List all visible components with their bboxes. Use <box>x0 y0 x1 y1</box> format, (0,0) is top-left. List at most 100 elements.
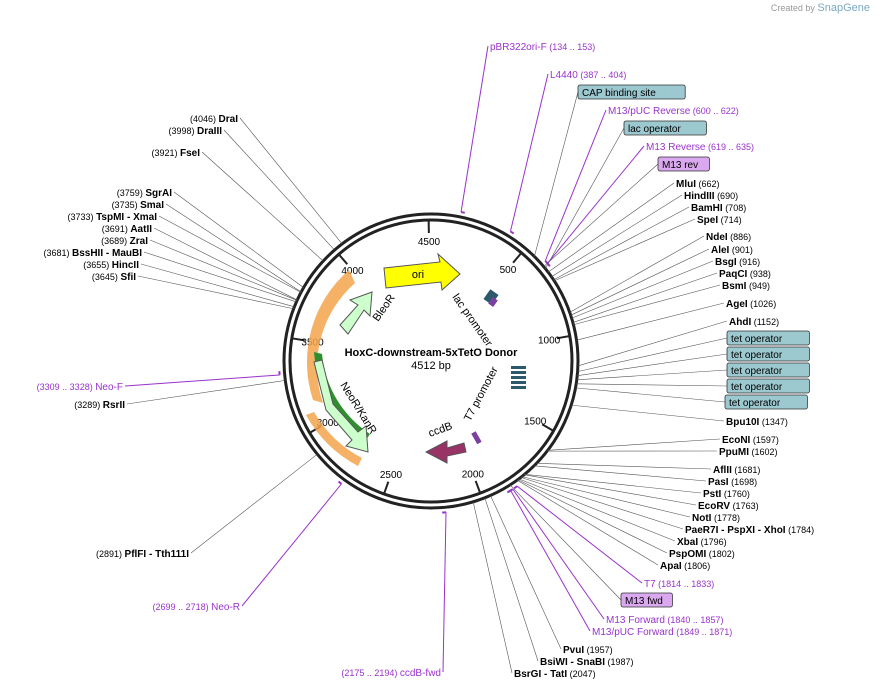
label-l4440[interactable]: L4440 (387 .. 404) <box>550 70 626 81</box>
label-bsgi[interactable]: BsgI (916) <box>715 257 760 268</box>
label-tet5[interactable]: tet operator <box>724 394 808 410</box>
label-hincii[interactable]: (3655) HincII <box>83 260 139 271</box>
leader-line-m13pucfwd <box>510 490 591 632</box>
primer-mark-m13pucfwd[interactable] <box>506 489 512 494</box>
feature-orange-arc-upper[interactable] <box>306 270 355 403</box>
label-paer7i[interactable]: PaeR7I - PspXI - XhoI (1784) <box>685 525 814 536</box>
label-bpu10i[interactable]: Bpu10I (1347) <box>726 417 788 428</box>
leader-line-aflii <box>536 463 712 470</box>
label-ahdi[interactable]: AhdI (1152) <box>729 317 779 328</box>
label-m13revbox[interactable]: M13 rev <box>657 156 710 172</box>
label-paqci[interactable]: PaqCI (938) <box>719 269 771 280</box>
leader-line-t7 <box>516 485 643 584</box>
leader-line-cap <box>534 91 579 257</box>
label-bsshii[interactable]: (3681) BssHII - MauBI <box>43 248 142 259</box>
label-aflii[interactable]: AflII (1681) <box>713 465 760 476</box>
leader-line-m13pucrev <box>544 109 607 261</box>
label-pvui[interactable]: PvuI (1957) <box>563 645 613 656</box>
label-neof[interactable]: (3309 .. 3328) Neo-F <box>37 382 123 393</box>
label-name-psti: PstI <box>703 489 722 500</box>
label-fsei[interactable]: (3921) FseI <box>151 148 200 159</box>
leader-line-lacop <box>545 127 625 269</box>
label-ccdbfwd[interactable]: (2175 .. 2194) ccdB-fwd <box>341 668 441 679</box>
label-psti[interactable]: PstI (1760) <box>703 489 750 500</box>
m13-fwd-mark[interactable] <box>471 431 482 445</box>
label-ecorv[interactable]: EcoRV (1763) <box>698 501 759 512</box>
label-apai[interactable]: ApaI (1806) <box>660 561 710 572</box>
label-alei[interactable]: AleI (901) <box>711 245 753 256</box>
bleor-label: BleoR <box>371 292 398 323</box>
primer-mark-m13rev[interactable] <box>546 262 551 267</box>
label-hindiii[interactable]: HindIII (690) <box>684 191 738 202</box>
label-text-m13pucfwd: M13/pUC Forward (1849 .. 1871) <box>592 627 732 638</box>
label-pspomi[interactable]: PspOMI (1802) <box>669 549 735 560</box>
label-pflfi[interactable]: (2891) PflFI - Tth111I <box>96 549 189 560</box>
label-smai[interactable]: (3735) SmaI <box>112 200 165 211</box>
primer-mark-neor[interactable] <box>337 480 343 485</box>
label-bamhi[interactable]: BamHI (708) <box>691 203 746 214</box>
label-m13pucfwd[interactable]: M13/pUC Forward (1849 .. 1871) <box>592 627 732 638</box>
label-tet3[interactable]: tet operator <box>726 362 810 378</box>
label-sfii[interactable]: (3645) SfiI <box>92 272 136 283</box>
bleor-feature-arrow[interactable] <box>339 291 373 335</box>
label-tet4[interactable]: tet operator <box>726 378 810 394</box>
primer-mark-t7[interactable] <box>513 485 518 490</box>
label-cap[interactable]: CAP binding site <box>577 84 686 100</box>
label-neor[interactable]: (2699 .. 2718) Neo-R <box>153 602 240 613</box>
label-name-ecorv: EcoRV <box>698 501 730 512</box>
label-xbai[interactable]: XbaI (1796) <box>677 537 727 548</box>
m13-rev-mark[interactable] <box>488 297 498 307</box>
label-tspmi[interactable]: (3733) TspMI - XmaI <box>68 212 158 223</box>
lac-operator-mark[interactable] <box>483 289 499 305</box>
feature-orange-arc-lower[interactable] <box>306 412 362 466</box>
label-pbr[interactable]: pBR322ori-F (134 .. 153) <box>490 42 595 53</box>
label-text-bamhi: BamHI (708) <box>691 203 746 214</box>
label-pos-bsgi: (916) <box>737 257 761 267</box>
leader-line-aatii <box>153 227 298 301</box>
primer-mark-pbr[interactable] <box>460 211 465 214</box>
label-text-mlui: MluI (662) <box>676 179 720 190</box>
label-bsiwi[interactable]: BsiWI - SnaBI (1987) <box>540 657 634 668</box>
tick-mark <box>512 252 523 264</box>
leader-line-tspmi <box>158 215 302 293</box>
label-pos-noti: (1778) <box>711 513 740 523</box>
neor-feature-arrow[interactable] <box>313 359 369 453</box>
label-pos-psti: (1760) <box>721 489 750 499</box>
label-draiii[interactable]: (3998) DraIII <box>168 126 222 137</box>
label-text-bsshii: (3681) BssHII - MauBI <box>43 248 142 259</box>
label-ppumi[interactable]: PpuMI (1602) <box>719 447 778 458</box>
label-ndei[interactable]: NdeI (886) <box>706 232 751 243</box>
label-name-t7: T7 <box>644 579 656 590</box>
primer-mark-l4440[interactable] <box>509 230 515 235</box>
label-text-drai: (4046) DraI <box>190 114 238 125</box>
label-m13pucrev[interactable]: M13/pUC Reverse (600 .. 622) <box>608 106 739 117</box>
ccdb-feature-arrow[interactable] <box>424 440 467 464</box>
label-noti[interactable]: NotI (1778) <box>692 513 740 524</box>
label-m13fwd[interactable]: M13 Forward (1840 .. 1857) <box>606 615 723 626</box>
label-lacop[interactable]: lac operator <box>623 120 707 136</box>
label-name-m13fwd: M13 Forward <box>606 615 665 626</box>
label-drai[interactable]: (4046) DraI <box>190 114 238 125</box>
label-t7[interactable]: T7 (1814 .. 1833) <box>644 579 714 590</box>
label-zrai[interactable]: (3689) ZraI <box>101 236 148 247</box>
label-box-lacop <box>623 120 707 136</box>
label-aatii[interactable]: (3691) AatII <box>102 224 152 235</box>
tet-operator-marks[interactable] <box>511 366 526 389</box>
label-mlui[interactable]: MluI (662) <box>676 179 720 190</box>
credit-prefix: Created by <box>770 3 815 13</box>
label-text-fsei: (3921) FseI <box>151 148 200 159</box>
label-agei[interactable]: AgeI (1026) <box>726 299 776 310</box>
label-rsrii[interactable]: (3289) RsrII <box>74 400 125 411</box>
label-m13fwdbox[interactable]: M13 fwd <box>620 592 673 608</box>
label-text-pspomi: PspOMI (1802) <box>669 549 735 560</box>
label-bsrgi[interactable]: BsrGI - TatI (2047) <box>514 669 596 680</box>
ori-feature-arrow[interactable] <box>383 252 461 292</box>
label-sgrai[interactable]: (3759) SgrAI <box>117 188 172 199</box>
label-pasi[interactable]: PasI (1698) <box>708 477 757 488</box>
label-spei[interactable]: SpeI (714) <box>697 215 742 226</box>
label-bsmi[interactable]: BsmI (949) <box>722 281 770 292</box>
label-m13rev[interactable]: M13 Reverse (619 .. 635) <box>646 142 754 153</box>
label-tet2[interactable]: tet operator <box>726 346 810 362</box>
label-econi[interactable]: EcoNI (1597) <box>722 435 779 446</box>
label-tet1[interactable]: tet operator <box>726 330 810 346</box>
